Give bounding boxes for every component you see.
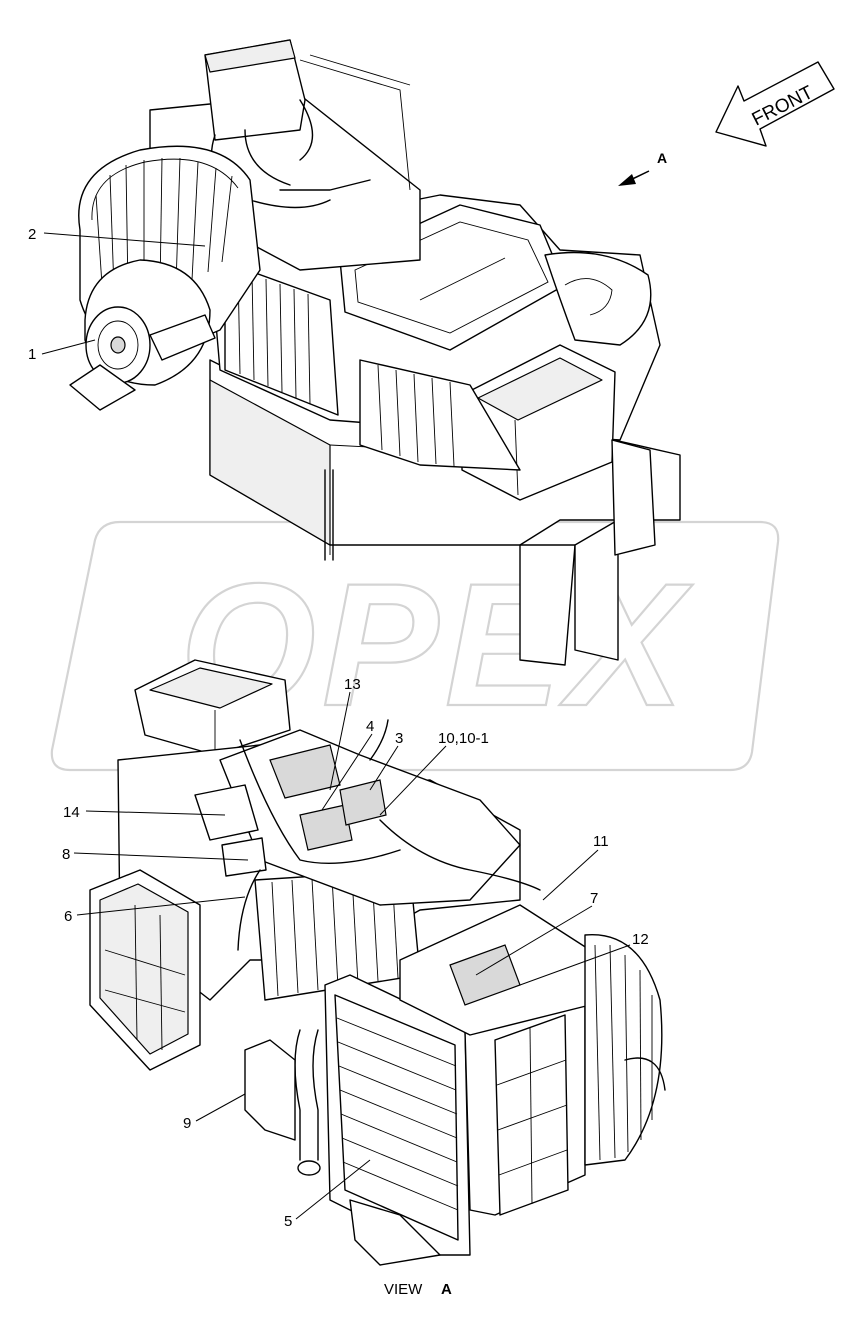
callout-5: 5 — [284, 1213, 292, 1230]
callout-3: 3 — [395, 730, 403, 747]
callout-13: 13 — [344, 676, 361, 693]
front-direction-arrow: FRONT — [715, 61, 835, 147]
callout-8: 8 — [62, 846, 70, 863]
callout-6: 6 — [64, 908, 72, 925]
hvac-unit-top-view — [69, 39, 681, 666]
callout-2: 2 — [28, 226, 36, 243]
callout-14: 14 — [63, 804, 80, 821]
blower-motor — [69, 259, 216, 411]
evaporator-ribs — [224, 261, 521, 471]
callout-12: 12 — [632, 931, 649, 948]
callout-4: 4 — [366, 718, 374, 735]
callout-1: 1 — [28, 346, 36, 363]
callout-10-10-1: 10,10-1 — [438, 730, 489, 747]
leader-lines — [41, 232, 631, 1220]
callout-7: 7 — [590, 890, 598, 907]
heater-core-face — [324, 974, 471, 1256]
callout-11: 11 — [593, 833, 609, 850]
hvac-unit-view-a — [89, 659, 666, 1266]
view-caption: VIEW A — [384, 1281, 452, 1298]
blower-wheel-right — [584, 934, 666, 1166]
view-caption-prefix: VIEW — [384, 1281, 423, 1298]
view-caption-ref: A — [441, 1281, 452, 1298]
callout-labels: 2 1 13 4 3 10,10-1 14 8 11 6 7 12 9 5 — [28, 226, 649, 1230]
front-label: FRONT — [749, 82, 817, 131]
callout-9: 9 — [183, 1115, 191, 1132]
view-a-letter: A — [657, 150, 667, 166]
view-a-indicator: A — [618, 150, 667, 186]
